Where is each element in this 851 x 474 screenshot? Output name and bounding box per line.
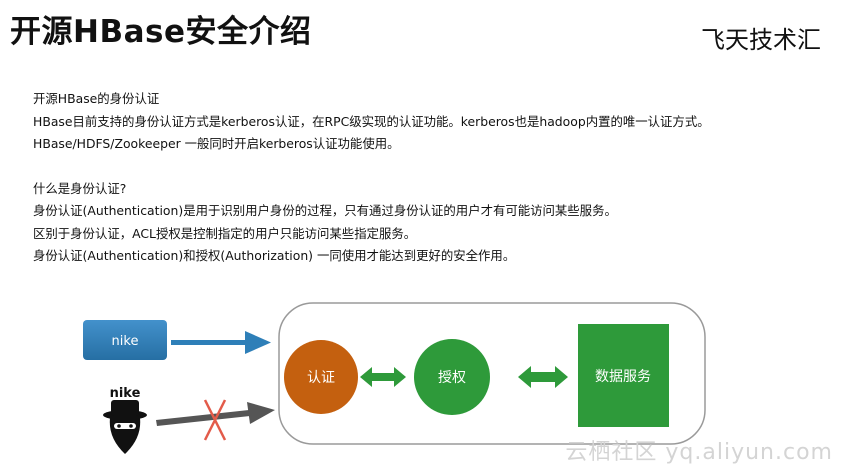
user-label: nike bbox=[112, 334, 139, 349]
user-box bbox=[83, 320, 167, 360]
impostor-arrow bbox=[156, 402, 275, 426]
section1-heading: 开源HBase的身份认证 bbox=[33, 91, 160, 106]
authz-node bbox=[414, 339, 490, 415]
blocked-cross-icon bbox=[203, 399, 227, 441]
impostor-icon bbox=[103, 400, 147, 454]
service-label: 数据服务 bbox=[595, 369, 651, 385]
page-title: 开源HBase安全介绍 bbox=[10, 14, 312, 50]
brand-label: 飞天技术汇 bbox=[701, 26, 821, 54]
auth-authz-link bbox=[360, 367, 406, 387]
section2-line-3: 身份认证(Authentication)和授权(Authorization) 一… bbox=[33, 248, 516, 263]
authz-service-link bbox=[518, 366, 568, 388]
impostor-label: nike bbox=[110, 386, 141, 401]
section2-heading: 什么是身份认证? bbox=[33, 180, 127, 196]
auth-node bbox=[284, 340, 358, 414]
body-text: 开源HBase的身份认证 HBase目前支持的身份认证方式是kerberos认证… bbox=[33, 88, 710, 268]
section1-line-1: HBase目前支持的身份认证方式是kerberos认证，在RPC级实现的认证功能… bbox=[33, 113, 710, 129]
section1-line-2: HBase/HDFS/Zookeeper 一般同时开启kerberos认证功能使… bbox=[33, 136, 400, 151]
auth-label: 认证 bbox=[307, 370, 335, 386]
data-service-box bbox=[578, 324, 669, 427]
user-arrow bbox=[171, 331, 271, 354]
section2-line-2: 区别于身份认证，ACL授权是控制指定的用户只能访问某些指定服务。 bbox=[33, 225, 417, 241]
watermark: 云栖社区 yq.aliyun.com bbox=[565, 440, 833, 465]
section2-line-1: 身份认证(Authentication)是用于识别用户身份的过程，只有通过身份认… bbox=[33, 203, 617, 218]
authz-label: 授权 bbox=[438, 370, 466, 386]
